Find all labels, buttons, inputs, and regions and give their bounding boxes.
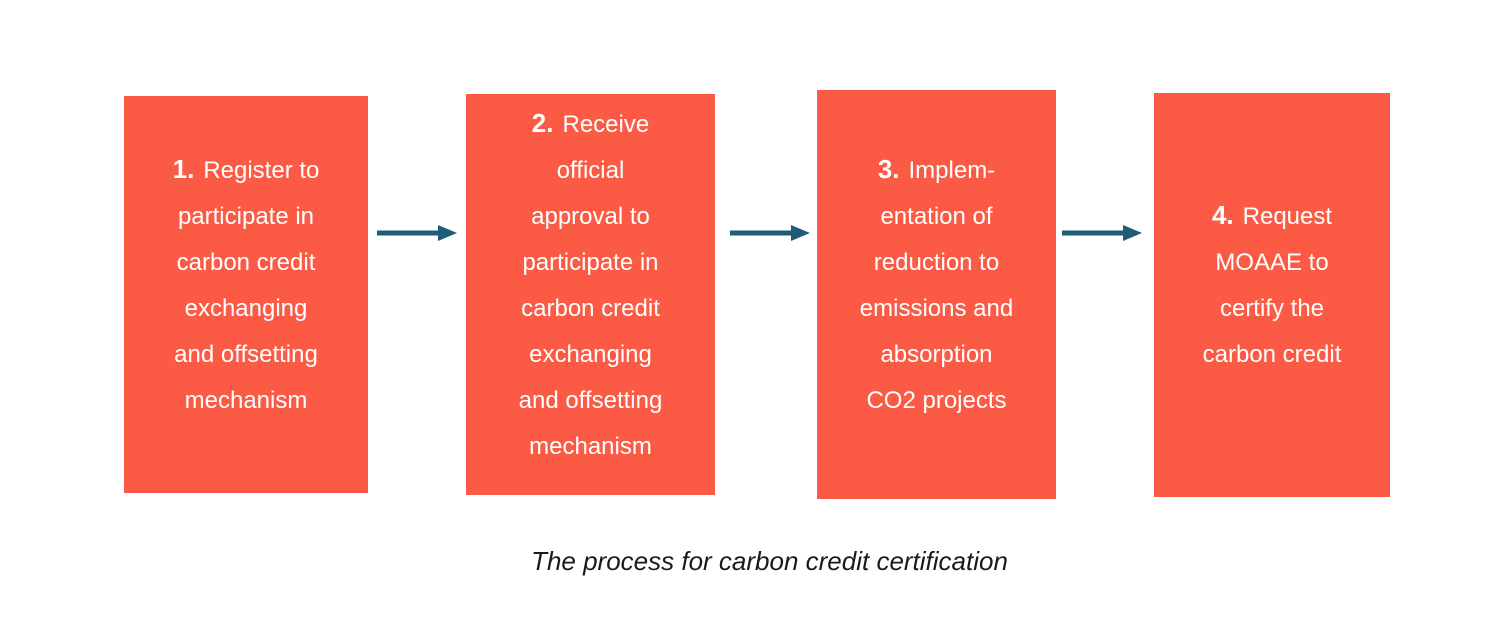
step-1-line-3: carbon credit <box>176 248 316 276</box>
step-1-line-6: mechanism <box>184 386 308 414</box>
step-3-line-6: CO2 projects <box>866 386 1007 414</box>
step-4-line-3: certify the <box>1219 295 1325 322</box>
step-2-line-1: 2. Receive <box>466 100 715 148</box>
step-1-text: 1. Register to participate in carbon cred… <box>124 146 368 424</box>
step-4-number: 4. <box>1211 200 1234 230</box>
step-1-line-4: exchanging <box>184 294 308 322</box>
step-2-line-4: participate in <box>522 248 659 276</box>
step-3-number: 3. <box>877 153 900 184</box>
step-3-line-5: absorption <box>880 340 993 368</box>
step-3-text: 3. Implem- entation of reduction to emiss… <box>817 146 1056 424</box>
step-1-box: 1. Register to participate in carbon cred… <box>124 96 368 493</box>
step-1-line-1-text: Register to <box>203 156 320 184</box>
right-arrow-icon <box>1062 225 1142 241</box>
right-arrow-icon <box>730 225 810 241</box>
step-2-number: 2. <box>531 107 554 138</box>
step-4-line-4: carbon credit <box>1202 341 1342 368</box>
step-4-text: 4. Request MOAAE to certify the carbon cr… <box>1154 192 1390 378</box>
step-3-box: 3. Implem- entation of reduction to emiss… <box>817 90 1056 499</box>
step-4-line-2: MOAAE to <box>1215 249 1329 276</box>
step-2-line-8: mechanism <box>529 432 652 460</box>
step-2-line-6: exchanging <box>529 340 652 368</box>
step-3-line-1: 3. Implem- <box>817 146 1056 194</box>
step-2-line-3: approval to <box>531 202 650 230</box>
step-3-line-3: reduction to <box>873 248 1000 276</box>
step-1-line-5: and offsetting <box>174 340 318 368</box>
step-4-line-1: 4. Request <box>1154 192 1390 240</box>
step-1-line-1: 1. Register to <box>124 146 368 194</box>
step-4-line-1-text: Request <box>1242 203 1333 230</box>
diagram-caption: The process for carbon credit certificat… <box>531 546 1008 576</box>
step-4-box: 4. Request MOAAE to certify the carbon cr… <box>1154 93 1390 497</box>
step-3-line-2: entation of <box>880 202 993 230</box>
step-1-number: 1. <box>172 153 195 184</box>
step-1-line-2: participate in <box>177 202 315 230</box>
step-2-box: 2. Receive official approval to participa… <box>466 94 715 495</box>
step-3-line-1-text: Implem- <box>908 156 996 184</box>
step-2-line-1-text: Receive <box>562 110 650 138</box>
right-arrow-icon <box>377 225 457 241</box>
step-3-line-4: emissions and <box>859 294 1014 322</box>
step-2-line-5: carbon credit <box>521 294 660 322</box>
step-2-line-2: official <box>556 156 625 184</box>
step-2-line-7: and offsetting <box>518 386 663 414</box>
step-2-text: 2. Receive official approval to participa… <box>466 100 715 470</box>
